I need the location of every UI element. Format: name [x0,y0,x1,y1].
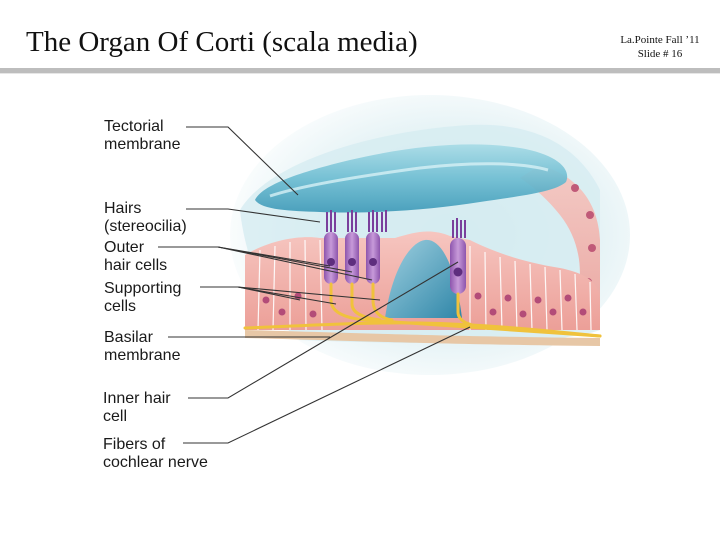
label-hairs-line1: Hairs [104,200,142,217]
label-supporting-cells: Supporting cells [104,280,181,316]
label-hairs-stereocilia: Hairs (stereocilia) [104,200,187,236]
supporting-cell-outlines [257,239,592,331]
label-basilar-line1: Basilar [104,329,153,346]
label-basilar-line2: membrane [104,347,181,364]
supporting-cells-leader-3 [237,286,381,301]
label-outer-line2: hair cells [104,257,168,274]
label-inner-line1: Inner hair [103,390,171,407]
outer-hair-cells-leader-2 [217,246,353,273]
stereocilia [326,210,466,238]
label-supporting-line2: cells [104,298,137,315]
slide-number: Slide # 16 [637,48,683,60]
label-supporting-line1: Supporting [104,280,182,297]
tectorial-membrane-highlight [269,162,549,198]
slide-meta: La.Pointe Fall ’11 Slide # 16 [600,33,720,61]
tectorial-membrane [255,144,568,213]
label-tectorial-line2: membrane [104,136,181,153]
label-fibers-line1: Fibers of [103,436,166,453]
label-inner-hair-cell: Inner hair cell [103,390,171,426]
label-cochlear-nerve-fibers: Fibers of cochlear nerve [103,436,208,472]
inner-hair-cell [450,238,466,294]
title-divider-shadow [0,73,720,74]
author-line: La.Pointe Fall ’11 [620,34,700,46]
label-basilar-membrane: Basilar membrane [104,329,180,365]
supporting-cells-leader-2 [237,286,337,305]
tectorial-leader [186,126,299,196]
title-divider [0,68,720,73]
label-inner-line2: cell [103,408,128,425]
cochlear-nerve-fibers [243,282,602,338]
label-tectorial-line1: Tectorial [104,118,164,135]
outer-hair-cells-leader-3 [217,246,373,281]
basilar-membrane [245,330,600,346]
hairs-leader [186,208,321,223]
label-tectorial-membrane: Tectorial membrane [104,118,180,154]
label-hairs-line2: (stereocilia) [104,218,187,235]
tunnel-of-corti [385,239,462,318]
inner-hair-cell-leader [188,261,459,399]
fibers-leader [183,326,471,444]
slide-title: The Organ Of Corti (scala media) [26,26,418,58]
label-outer-line1: Outer [104,239,145,256]
label-fibers-line2: cochlear nerve [103,454,208,471]
label-outer-hair-cells: Outer hair cells [104,239,167,275]
leader-lines [158,126,471,444]
